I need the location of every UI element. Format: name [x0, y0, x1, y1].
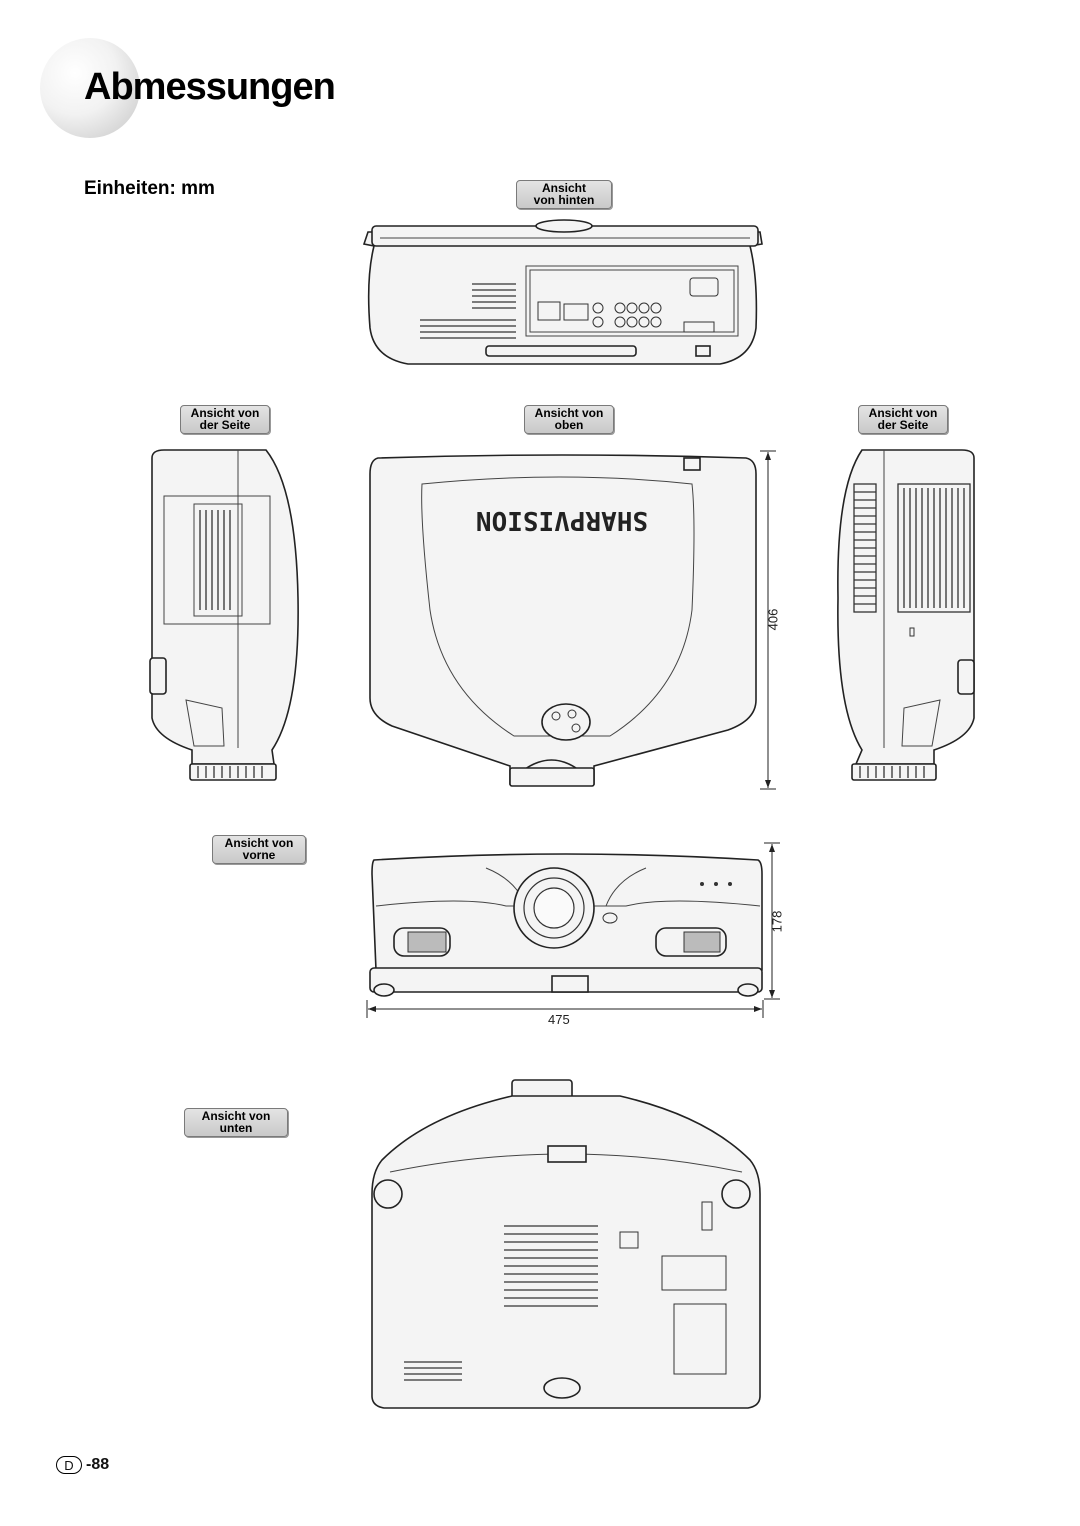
- label-side-view-right: Ansicht von der Seite: [858, 405, 948, 434]
- label-front-view: Ansicht von vorne: [212, 835, 306, 864]
- label-front-line1: Ansicht von: [224, 836, 294, 850]
- label-front-line2: vorne: [242, 848, 276, 862]
- title-decoration-circle: [40, 38, 140, 138]
- label-bottom-view: Ansicht von unten: [184, 1108, 288, 1137]
- side-right-vent: [853, 483, 971, 613]
- label-side-right-line1: Ansicht von: [868, 406, 938, 420]
- page-title: Abmessungen: [84, 66, 336, 108]
- side-view-left-drawing: [149, 449, 299, 781]
- title-area: Abmessungen: [40, 38, 360, 138]
- label-top-view: Ansicht von oben: [524, 405, 614, 434]
- label-back-view: Ansicht von hinten: [516, 180, 612, 209]
- label-back-view-line1: Ansicht: [541, 181, 586, 195]
- depth-dimension-line: [760, 450, 776, 790]
- back-connector-panel: [537, 277, 719, 333]
- units-subtitle: Einheiten: mm: [84, 178, 215, 199]
- top-view-drawing: SHARPVISION: [369, 454, 757, 787]
- bottom-vent-grill: [404, 1225, 598, 1381]
- front-view-drawing: [369, 853, 763, 997]
- label-side-left-line1: Ansicht von: [190, 406, 260, 420]
- label-top-line2: oben: [554, 418, 584, 432]
- label-bottom-line1: Ansicht von: [201, 1109, 271, 1123]
- side-left-label-text: [199, 510, 231, 610]
- language-badge: D: [56, 1456, 82, 1474]
- label-top-line1: Ansicht von: [534, 406, 604, 420]
- width-dimension-label: 475: [548, 1012, 570, 1027]
- bottom-view-drawing: [371, 1079, 761, 1409]
- page-number: -88: [86, 1456, 110, 1473]
- depth-dimension-label: 406: [765, 608, 781, 631]
- height-dimension-line: [764, 842, 780, 1000]
- label-side-view-left: Ansicht von der Seite: [180, 405, 270, 434]
- label-bottom-line2: unten: [219, 1121, 253, 1135]
- sharpvision-logo: SHARPVISION: [476, 505, 648, 535]
- width-dimension-line: [366, 1000, 764, 1018]
- label-side-right-line2: der Seite: [877, 418, 929, 432]
- back-view-drawing: [362, 219, 763, 365]
- label-back-view-line2: von hinten: [533, 193, 595, 207]
- side-view-right-drawing: [837, 449, 975, 781]
- label-side-left-line2: der Seite: [199, 418, 251, 432]
- back-vent-grill: [420, 283, 516, 339]
- height-dimension-label: 178: [769, 910, 785, 933]
